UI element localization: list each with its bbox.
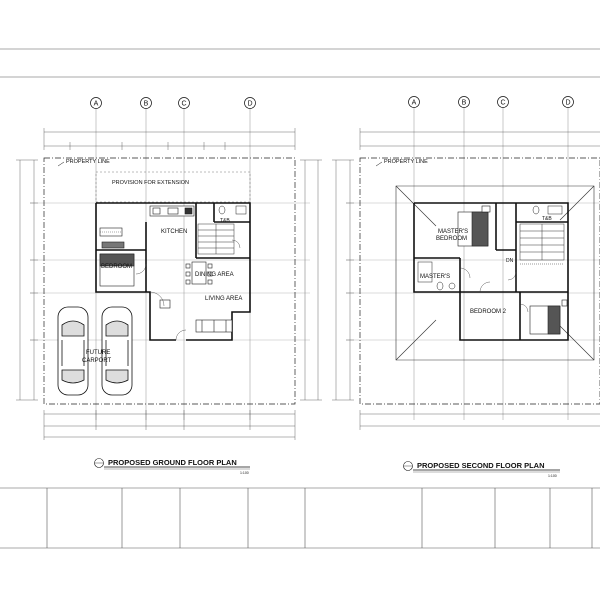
living-label: LIVING AREA xyxy=(205,296,242,302)
ground-floor-scale: 1:100 xyxy=(240,471,249,475)
extension-zone xyxy=(95,171,251,203)
ground-tb-label: T&B xyxy=(220,218,230,224)
dining-table xyxy=(185,261,213,285)
sheet-frame xyxy=(0,48,600,549)
tb-fixtures xyxy=(218,205,247,215)
property-line-leader-2 xyxy=(375,161,383,167)
carport-label-line1: FUTURE xyxy=(86,350,110,356)
property-line-ground xyxy=(43,157,296,405)
second-floor-scale: 1:100 xyxy=(548,474,557,478)
extension-note: PROVISION FOR EXTENSION xyxy=(112,180,189,186)
svg-text:A: A xyxy=(412,100,417,107)
svg-text:B: B xyxy=(144,101,149,108)
dimension-lines-2 xyxy=(332,128,600,430)
car-2 xyxy=(101,306,133,396)
ground-floor-title: PROPOSED GROUND FLOOR PLAN xyxy=(108,458,237,467)
masters-bedroom-label-2: BEDROOM xyxy=(436,236,467,242)
dn-label: DN xyxy=(506,258,514,264)
ground-door-swings xyxy=(135,239,241,341)
property-line-label-ground: PROPERTY LINE xyxy=(66,159,110,165)
ground-floor-plan: A B C D xyxy=(16,97,322,475)
grid-bubble-a: A xyxy=(90,97,102,109)
second-floor-walls xyxy=(413,202,569,341)
second-tb-label: T&B xyxy=(542,216,552,222)
dimension-lines-side xyxy=(16,159,322,401)
svg-text:D: D xyxy=(565,100,570,107)
carport-label-line2: CARPORT xyxy=(82,358,112,364)
grid-bubble-d: D xyxy=(244,97,256,109)
kitchen-label: KITCHEN xyxy=(161,229,187,235)
bedroom-bed xyxy=(99,227,135,287)
second-title-block: PROPOSED SECOND FLOOR PLAN 1:100 xyxy=(403,461,560,478)
grid-bubble-d-2: D xyxy=(562,96,574,108)
second-floor-stairs xyxy=(519,223,565,265)
car-1 xyxy=(57,306,89,396)
dining-label: DINING AREA xyxy=(195,272,234,278)
dimension-lines-top xyxy=(43,128,296,150)
grid-bubble-a-2: A xyxy=(408,96,420,108)
second-tb-fixtures xyxy=(532,205,563,215)
masters-bedroom-label-1: MASTER'S xyxy=(438,229,468,235)
second-door-swings xyxy=(459,267,529,313)
roof-outline xyxy=(395,185,595,361)
master-bed xyxy=(457,205,491,247)
svg-text:A: A xyxy=(94,101,99,108)
svg-text:C: C xyxy=(500,100,505,107)
property-line-second xyxy=(359,157,600,405)
svg-text:C: C xyxy=(181,101,186,108)
masters-tb-label: MASTER'S xyxy=(420,274,450,280)
grid-bubble-b: B xyxy=(140,97,152,109)
ground-bedroom-label: BEDROOM xyxy=(101,264,132,270)
svg-text:D: D xyxy=(247,101,252,108)
ground-title-block: PROPOSED GROUND FLOOR PLAN 1:100 xyxy=(94,458,250,475)
living-sofa xyxy=(159,299,233,333)
grid-bubble-c: C xyxy=(178,97,190,109)
bedroom2-label: BEDROOM 2 xyxy=(470,309,507,315)
property-line-label-second: PROPERTY LINE xyxy=(384,159,428,165)
ground-floor-stairs xyxy=(197,223,235,255)
second-floor-plan: A B C D xyxy=(332,96,600,478)
svg-text:B: B xyxy=(462,100,467,107)
grid-bubble-c-2: C xyxy=(497,96,509,108)
second-floor-title: PROPOSED SECOND FLOOR PLAN xyxy=(417,461,545,470)
dimension-lines-bottom xyxy=(43,410,296,440)
property-line-leader xyxy=(57,161,65,167)
bedroom2-bed xyxy=(529,299,568,335)
grid-bubble-b-2: B xyxy=(458,96,470,108)
kitchen-counter xyxy=(149,205,195,217)
master-tb-fixtures xyxy=(417,261,456,291)
